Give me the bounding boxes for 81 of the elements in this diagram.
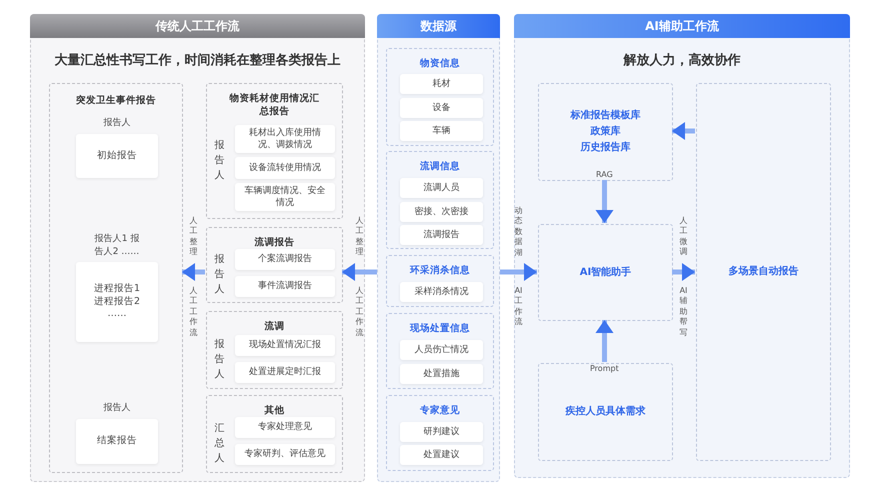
panel-subtitle: 大量汇总性书写工作，时间消耗在整理各类报告上 xyxy=(54,52,342,69)
item-box: 设备 xyxy=(400,98,483,118)
reporter-label: 报告人 xyxy=(102,117,132,130)
item-box: 研判建议 xyxy=(400,422,483,442)
library-label: 政策库 xyxy=(590,124,620,139)
group-heading: 突发卫生事件报告 xyxy=(75,94,157,107)
group-heading: 物资信息 xyxy=(418,57,461,70)
item-box: 专家处理意见 xyxy=(235,417,335,438)
library-label: 历史报告库 xyxy=(580,140,630,155)
item-box: 处置建议 xyxy=(400,445,483,465)
arrow xyxy=(500,263,537,281)
group-heading: 专家意见 xyxy=(419,404,461,417)
arrow xyxy=(596,180,614,223)
item-box: 车辆 xyxy=(400,121,483,141)
arrow xyxy=(596,320,614,362)
library-label: 标准报告模板库 xyxy=(570,108,640,123)
role-label: 报告人 xyxy=(214,138,225,182)
arrow xyxy=(342,263,377,281)
data-category-group xyxy=(386,48,494,146)
item-box: 采样消杀情况 xyxy=(400,282,483,302)
data-source-panel xyxy=(377,14,500,482)
group-heading: 其他 xyxy=(264,404,286,417)
data-category-group xyxy=(386,313,494,389)
edge-label: 人工整理 xyxy=(355,216,364,258)
panel-header: 传统人工工作流 xyxy=(30,14,365,38)
report-box: 进程报告1 进程报告2 …… xyxy=(76,262,158,342)
annotation-text: 人工工作流 xyxy=(189,286,198,338)
report-group xyxy=(206,83,343,219)
data-category-group xyxy=(386,395,494,471)
annotation-text: 人工工作流 xyxy=(355,286,364,338)
edge-label: 人工微调 xyxy=(679,216,688,258)
item-box: 个案流调报告 xyxy=(235,249,335,270)
item-box: 事件流调报告 xyxy=(235,276,335,297)
group-heading: 环采消杀信息 xyxy=(408,264,471,277)
role-label: 报告人 xyxy=(214,338,225,382)
item-box: 专家研判、评估意见 xyxy=(235,444,335,465)
report-group xyxy=(49,83,183,473)
module-box: AI智能助手 xyxy=(538,224,673,321)
item-box: 设备流转使用情况 xyxy=(235,157,335,179)
item-box: 耗材出入库使用情况、调拨情况 xyxy=(235,125,335,153)
edge-label: 人工整理 xyxy=(189,216,198,258)
item-box: 耗材 xyxy=(400,74,483,94)
arrow xyxy=(182,263,205,281)
report-box: 结案报告 xyxy=(76,419,158,464)
item-box: 流调报告 xyxy=(400,225,483,245)
arrow xyxy=(672,263,695,281)
edge-label: 动态数据湖 xyxy=(514,206,523,258)
role-label: 汇总人 xyxy=(214,422,225,466)
role-label: 报告人 xyxy=(214,252,225,296)
workflow-panel xyxy=(30,14,365,482)
module-box: 多场景自动报告 xyxy=(696,83,831,461)
panel-header: AI辅助工作流 xyxy=(514,14,850,38)
data-category-group xyxy=(386,151,494,249)
panel-header: 数据源 xyxy=(377,14,500,38)
item-box: 密接、次密接 xyxy=(400,202,483,222)
report-group xyxy=(206,311,343,389)
group-heading: 流调信息 xyxy=(419,160,461,173)
item-box: 车辆调度情况、安全情况 xyxy=(235,183,335,211)
edge-label: RAG xyxy=(596,170,613,179)
item-box: 人员伤亡情况 xyxy=(400,340,483,360)
annotation-text: AI工作流 xyxy=(514,286,523,328)
annotation-text: AI辅助帮写 xyxy=(679,286,688,338)
data-category-group xyxy=(386,255,494,307)
item-box: 处置措施 xyxy=(400,364,483,384)
item-box: 现场处置情况汇报 xyxy=(235,335,335,356)
report-group xyxy=(206,227,343,303)
group-heading: 流调报告 xyxy=(254,236,296,249)
report-box: 初始报告 xyxy=(76,134,158,178)
group-heading: 流调 xyxy=(264,320,286,333)
item-box: 流调人员 xyxy=(400,178,483,198)
item-box: 处置进展定时汇报 xyxy=(235,362,335,383)
module-box xyxy=(538,83,673,181)
group-heading: 现场处置信息 xyxy=(408,322,471,335)
reporter-label: 报告人 xyxy=(102,402,132,415)
arrow xyxy=(672,122,695,140)
edge-label: Prompt xyxy=(590,364,619,373)
group-heading: 物资耗材使用情况汇总报告 xyxy=(228,92,320,118)
report-group xyxy=(206,395,343,473)
reporter-label: 报告人1 报告人2 …… xyxy=(94,233,140,258)
panel-subtitle: 解放人力，高效协作 xyxy=(622,52,742,69)
workflow-panel xyxy=(514,14,850,478)
